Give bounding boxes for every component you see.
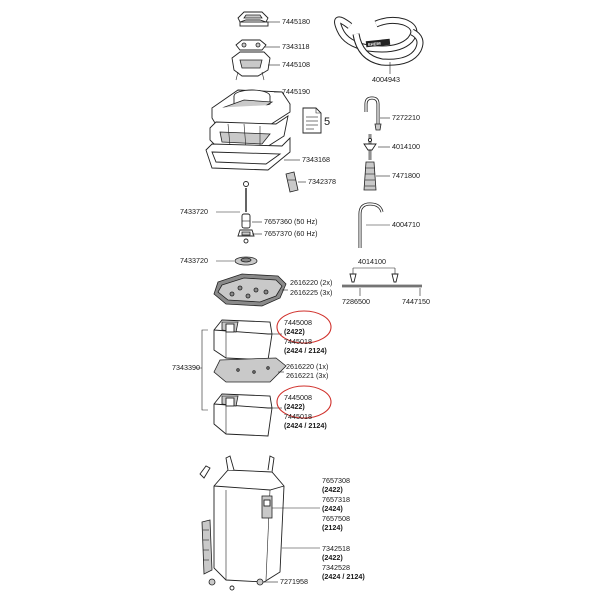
manual-number: 5 — [324, 116, 330, 128]
highlight-circle-upper — [276, 310, 332, 344]
part-7343118-clip — [235, 39, 267, 51]
part-7286500-spray-bar — [342, 267, 422, 288]
label-7447150: 7447150 — [402, 297, 430, 306]
label-7433720-axis: 7433720 — [180, 207, 208, 216]
part-7433720-seal-disk — [234, 256, 258, 266]
part-7445008-basket-lower — [213, 393, 273, 437]
part-7342378-blade — [285, 171, 299, 193]
label-2616220-2x: 2616220 (2x) — [290, 278, 332, 287]
part-4004710-return-pipe — [358, 202, 384, 248]
label-7445180: 7445180 — [282, 17, 310, 26]
label-7286500: 7286500 — [342, 297, 370, 306]
label-2422-upper: (2422) — [284, 327, 305, 336]
label-2616225: 2616225 (3x) — [290, 288, 332, 297]
part-7433720-axis — [216, 188, 247, 213]
label-7343168: 7343168 — [302, 155, 330, 164]
label-7342518: 7342518 — [322, 544, 350, 553]
part-2616220-foam-pad — [213, 357, 287, 383]
label-2124-canister: (2124) — [322, 523, 343, 532]
label-2422-lower: (2422) — [284, 402, 305, 411]
part-7471800-strainer — [363, 161, 377, 191]
label-7445008-upper: 7445008 — [284, 318, 312, 327]
part-2616220-filter-pad — [213, 273, 287, 307]
part-7272210-intake-pipe — [364, 96, 382, 131]
hose-brand-text: EHEIM — [368, 41, 382, 47]
label-2616221: 2616221 (3x) — [286, 371, 328, 380]
label-4014100-spray: 4014100 — [358, 257, 386, 266]
part-washer — [243, 181, 249, 187]
part-7657308-canister — [213, 455, 285, 583]
part-7271958-feet — [208, 578, 264, 591]
label-2424-2124-lower: (2424 / 2124) — [284, 421, 327, 430]
label-7342528: 7342528 — [322, 563, 350, 572]
part-7445180-handle — [237, 11, 269, 27]
highlight-circle-lower — [276, 385, 332, 419]
part-7657360-impeller — [237, 213, 255, 244]
label-2422-clip: (2422) — [322, 553, 343, 562]
part-7445008-basket-upper — [213, 319, 273, 361]
label-7657370: 7657370 (60 Hz) — [264, 229, 318, 238]
label-7343390: 7343390 — [172, 363, 200, 372]
label-7657318: 7657318 — [322, 495, 350, 504]
label-7272210: 7272210 — [392, 113, 420, 122]
part-7343168-seal-ring — [205, 136, 291, 171]
label-7343118: 7343118 — [282, 42, 309, 51]
part-7342518-clip — [199, 465, 213, 575]
label-7657508: 7657508 — [322, 514, 350, 523]
label-4004943: 4004943 — [372, 75, 400, 84]
part-4014100-pipe-segment — [363, 134, 377, 160]
label-7471800: 7471800 — [392, 171, 420, 180]
label-7445108: 7445108 — [282, 60, 310, 69]
label-7445008-lower: 7445008 — [284, 393, 312, 402]
label-2422-canister: (2422) — [322, 485, 343, 494]
label-7271958: 7271958 — [280, 577, 308, 586]
label-4004710: 4004710 — [392, 220, 420, 229]
label-7445018-lower: 7445018 — [284, 412, 312, 421]
label-7445018-upper: 7445018 — [284, 337, 312, 346]
bracket-7343390 — [196, 329, 208, 411]
label-2424-2124-upper: (2424 / 2124) — [284, 346, 327, 355]
label-7342378: 7342378 — [308, 177, 336, 186]
label-7433720-disk: 7433720 — [180, 256, 208, 265]
label-7657308: 7657308 — [322, 476, 350, 485]
label-7657360: 7657360 (50 Hz) — [264, 217, 318, 226]
label-2424-canister: (2424) — [322, 504, 343, 513]
label-7445190: 7445190 — [282, 87, 310, 96]
label-2424-2124-clip: (2424 / 2124) — [322, 572, 365, 581]
manual-document-icon — [302, 107, 322, 134]
part-7445190-pump-head — [209, 89, 291, 151]
part-4004943-hose: EHEIM — [334, 16, 424, 74]
label-4014100-right: 4014100 — [392, 142, 420, 151]
part-7445108-bracket — [231, 51, 271, 81]
label-2616220-1x: 2616220 (1x) — [286, 362, 328, 371]
